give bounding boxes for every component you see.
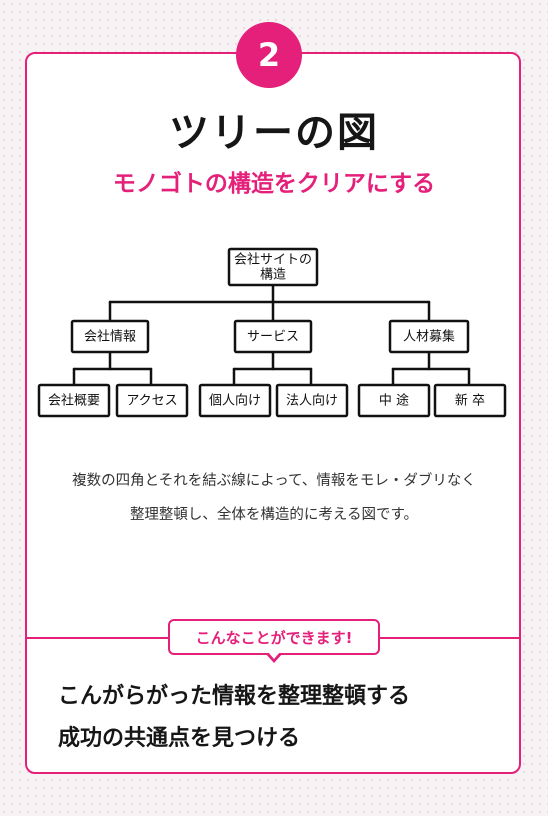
capabilities-list: こんがらがった情報を整理整頓する 成功の共通点を見つける — [58, 676, 410, 760]
tree-group-node-2: サービス — [233, 319, 313, 354]
tree-group-label: 人材募集 — [403, 329, 455, 345]
tree-leaf-box — [115, 383, 189, 418]
tree-group-box — [233, 319, 313, 354]
tree-leaf-box — [357, 383, 431, 418]
page-subtitle: モノゴトの構造をクリアにする — [112, 171, 436, 197]
tree-leaf-label: 新 卒 — [455, 393, 485, 409]
tree-root-box — [227, 247, 319, 287]
tree-leaf-box — [198, 383, 272, 418]
tree-leaf-box — [37, 383, 111, 418]
tree-root-line-1: 会社サイトの — [234, 252, 312, 268]
tree-leaf-node-3-2: 新 卒 — [433, 383, 507, 418]
description-line-1: 複数の四角とそれを結ぶ線によって、情報をモレ・ダブリなく — [72, 473, 476, 489]
tree-group-box — [70, 319, 150, 354]
tree-leaf-node-2-2: 法人向け — [275, 383, 349, 418]
tree-leaf-label: 中 途 — [379, 393, 409, 409]
tree-group-label: サービス — [247, 330, 299, 345]
tree-group-node-3: 人材募集 — [388, 319, 470, 354]
tree-diagram: 会社サイトの 構造 会社情報 サービス 人材募集 会社概要 アクセス 個人向け … — [37, 247, 507, 418]
tree-leaf-node-1-1: 会社概要 — [37, 383, 111, 418]
tree-root-node: 会社サイトの 構造 — [227, 247, 319, 287]
tree-leaf-label: アクセス — [126, 394, 177, 409]
page-title: ツリーの図 — [169, 110, 379, 156]
capability-item: 成功の共通点を見つける — [58, 726, 301, 751]
tree-leaf-label: 会社概要 — [48, 393, 100, 409]
tree-leaf-label: 個人向け — [209, 393, 261, 409]
tree-leaf-node-2-1: 個人向け — [198, 383, 272, 418]
tree-group-label: 会社情報 — [84, 329, 136, 345]
tree-leaf-box — [275, 383, 349, 418]
tree-leaf-box — [433, 383, 507, 418]
tree-connectors — [72, 283, 471, 387]
tree-leaf-label: 法人向け — [286, 393, 338, 409]
capabilities-tab: こんなことができます! — [168, 619, 380, 655]
capabilities-tab-pointer-fill — [268, 652, 280, 659]
tree-leaf-node-3-1: 中 途 — [357, 383, 431, 418]
step-number-badge: 2 — [236, 22, 302, 88]
tree-group-box — [388, 319, 470, 354]
description-line-2: 整理整頓し、全体を構造的に考える図です。 — [129, 507, 419, 523]
capability-item: こんがらがった情報を整理整頓する — [58, 684, 411, 709]
step-number: 2 — [257, 36, 281, 74]
capabilities-tab-label: こんなことができます! — [195, 628, 353, 647]
description: 複数の四角とそれを結ぶ線によって、情報をモレ・ダブリなく 整理整頓し、全体を構造… — [0, 464, 548, 532]
tree-root-line-2: 構造 — [260, 268, 286, 283]
tree-leaf-node-1-2: アクセス — [115, 383, 189, 418]
tree-group-node-1: 会社情報 — [70, 319, 150, 354]
